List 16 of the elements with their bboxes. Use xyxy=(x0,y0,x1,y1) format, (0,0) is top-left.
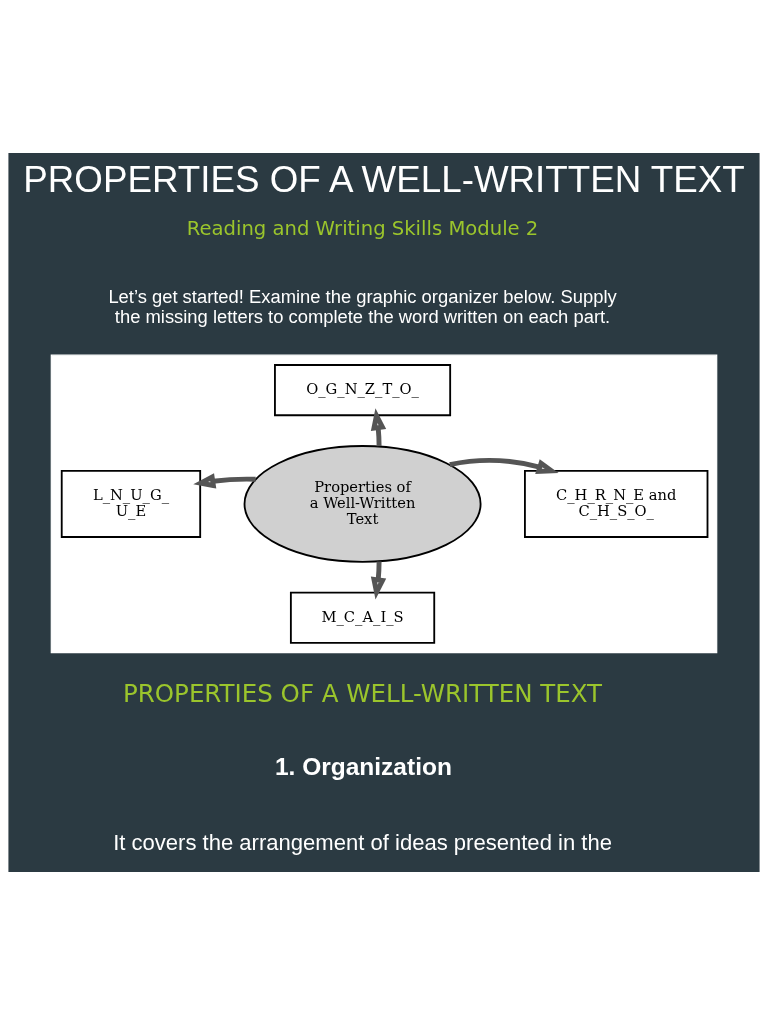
arrow xyxy=(370,560,387,599)
label: PROPERTIES OF A WELL-WRITTEN TEXT xyxy=(123,678,603,708)
label: 1. Organization xyxy=(274,752,452,780)
arrow xyxy=(193,472,256,489)
node-box: C_H_R_N_E and C_H_S_O_ xyxy=(524,469,709,538)
label: Let’s get started! Examine the graphic organizer below. Supply the missing letters to complete the word written on each part. xyxy=(108,285,617,327)
node-box: M_C_A_I_S xyxy=(289,591,436,644)
label: Reading and Writing Skills Module 2 xyxy=(186,216,539,240)
label: It covers the arrangement of ideas presented in the xyxy=(113,829,612,855)
cluster xyxy=(50,354,718,653)
arrow xyxy=(370,407,387,446)
arrow xyxy=(449,457,559,474)
diagram-title: PROPERTIES OF A WELL-WRITTEN TEXT xyxy=(23,158,745,200)
node-ellipse: Properties of a Well-Written Text xyxy=(243,444,482,563)
node-box: O_G_N_Z_T_O_ xyxy=(274,363,452,416)
node-box: L_N_U_G_ U_E xyxy=(60,469,202,538)
